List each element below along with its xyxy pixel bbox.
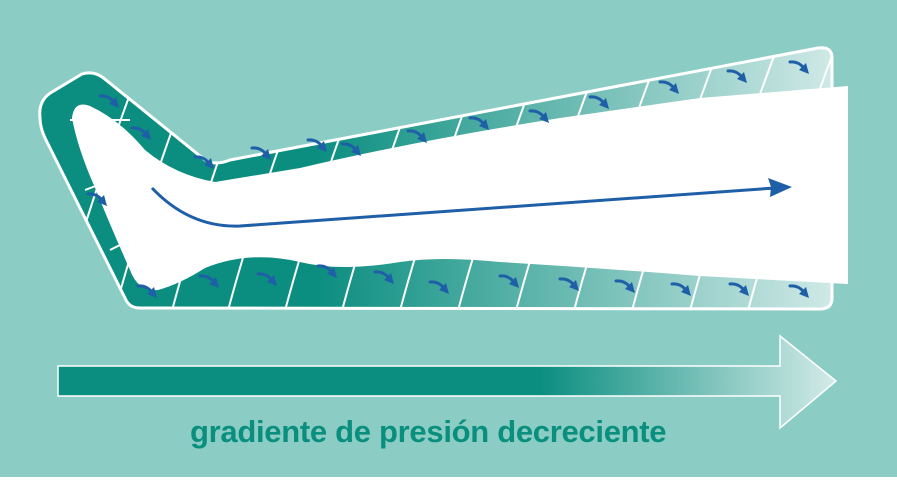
curved-arrow-icon <box>658 80 679 94</box>
curved-arrow-icon <box>136 284 157 298</box>
long-arrow-icon <box>150 186 776 228</box>
curved-arrow-icon <box>428 280 449 294</box>
curved-arrow-icon <box>193 155 214 169</box>
curved-arrow-icon <box>588 95 609 109</box>
curved-arrow-icon <box>86 192 107 206</box>
gradient-arrow-icon <box>57 334 838 430</box>
curved-arrow-icon <box>256 272 277 286</box>
caption: gradiente de presión decreciente <box>190 414 667 449</box>
curved-arrow-icon <box>670 282 691 296</box>
curved-arrow-icon <box>316 264 337 278</box>
curved-arrow-icon <box>98 94 119 108</box>
curved-arrow-icon <box>373 270 394 284</box>
curved-arrow-icon <box>528 109 549 123</box>
gradient-arrow <box>57 334 838 430</box>
curved-arrow-icon <box>250 146 271 160</box>
curved-arrow-icon <box>788 284 809 298</box>
curved-arrow-icon <box>130 126 151 140</box>
curved-arrow-icon <box>468 116 489 130</box>
curved-arrow-icon <box>498 274 519 288</box>
curved-arrow-icon <box>406 129 427 143</box>
sleeve-outline <box>38 46 834 311</box>
long-arrow-head <box>768 178 792 197</box>
curved-arrow-icon <box>306 138 327 152</box>
flow-arrow <box>150 178 792 228</box>
curved-arrow-icon <box>340 142 361 156</box>
curved-arrow-icon <box>788 60 809 74</box>
pressure-arrows <box>86 60 809 298</box>
curved-arrow-icon <box>614 279 635 293</box>
curved-arrow-icon <box>726 69 747 83</box>
curved-arrow-icon <box>198 274 219 288</box>
leg-shape <box>72 86 848 291</box>
curved-arrow-icon <box>728 282 749 296</box>
curved-arrow-icon <box>558 277 579 291</box>
